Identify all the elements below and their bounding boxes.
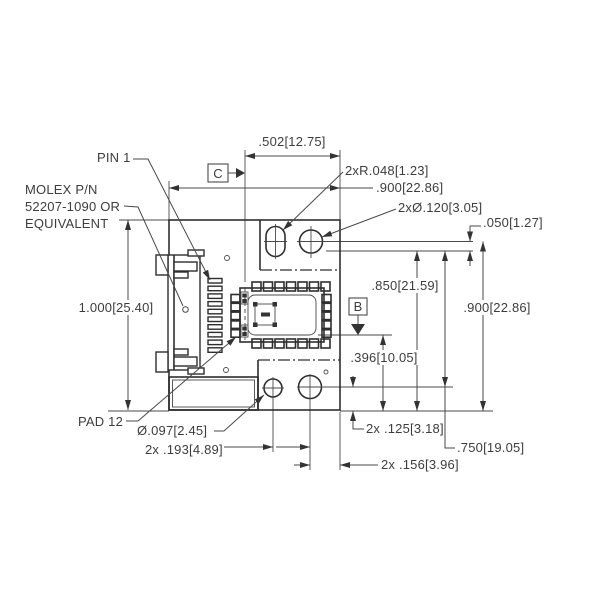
connector-pins — [207, 277, 223, 353]
datum-b: B — [348, 297, 368, 335]
bottom-pad-inner — [172, 379, 255, 408]
ic-fiducial-top — [240, 291, 249, 305]
molex-label-line3: EQUIVALENT — [25, 216, 108, 231]
callout-labels: PIN 1 MOLEX P/N 52207-1090 OR EQUIVALENT… — [25, 150, 131, 429]
connector-bottom-latch — [155, 351, 169, 373]
pad12-leader — [126, 336, 237, 422]
slot-radius-leader — [282, 171, 344, 231]
dim-850-text: .850[21.59] — [371, 278, 438, 293]
pin1-label: PIN 1 — [97, 150, 131, 165]
pin1-leader — [133, 158, 211, 281]
via-bottom — [223, 367, 229, 373]
molex-label-line2: 52207-1090 OR — [25, 199, 120, 214]
dim-750-text: .750[19.05] — [457, 440, 524, 455]
dimension-labels: .502[12.75] 2xR.048[1.23] .900[22.86] 2x… — [76, 134, 543, 472]
dim-slot-radius-text: 2xR.048[1.23] — [345, 163, 429, 178]
ic-right-pads — [321, 293, 332, 339]
ic-inner-outline — [247, 294, 317, 336]
dim-050-upper — [467, 225, 481, 242]
ic-top-pads — [251, 281, 331, 292]
pad12-label: PAD 12 — [78, 414, 123, 429]
ic-left-pads — [230, 293, 241, 339]
connector-top-latch — [155, 254, 169, 276]
molex-label-line1: MOLEX P/N — [25, 182, 98, 197]
ic-bottom-pads — [251, 338, 331, 349]
datum-c-label: C — [213, 166, 223, 181]
ic-footprint — [230, 281, 332, 349]
ic-body — [239, 287, 325, 343]
mounting-holes — [262, 224, 326, 400]
dim-900-top-text: .900[22.86] — [376, 180, 443, 195]
datum-b-triangle — [351, 324, 365, 335]
small-hole-leader — [214, 394, 265, 432]
dim-125-lower — [350, 411, 364, 430]
dim-050-text: .050[1.27] — [483, 215, 543, 230]
via-top — [224, 255, 230, 261]
datum-c: C — [207, 163, 245, 183]
via-right — [323, 369, 329, 375]
dim-396-text: .396[10.05] — [350, 350, 417, 365]
dim-156-text: 2x .156[3.96] — [381, 457, 459, 472]
dim-097-text: Ø.097[2.45] — [137, 423, 207, 438]
ic-fiducial-bottom — [240, 324, 249, 338]
leader-lines — [123, 158, 397, 432]
dim-750-elbow — [444, 387, 455, 449]
dim-1000-text: 1.000[25.40] — [79, 300, 154, 315]
dim-hole-dia-text: 2xØ.120[3.05] — [398, 200, 482, 215]
dim-193-text: 2x .193[4.89] — [145, 442, 223, 457]
bottom-pad-outline — [168, 376, 259, 411]
ic-center-pad — [253, 302, 277, 327]
dim-502-text: .502[12.75] — [258, 134, 325, 149]
datum-c-triangle — [236, 168, 245, 178]
molex-leader — [123, 205, 184, 307]
dim-125-text: 2x .125[3.18] — [366, 421, 444, 436]
hole-dia-leader — [321, 208, 397, 238]
dim-900-right-text: .900[22.86] — [463, 300, 530, 315]
datum-b-label: B — [354, 299, 363, 314]
molex-leader-dot — [182, 306, 189, 313]
